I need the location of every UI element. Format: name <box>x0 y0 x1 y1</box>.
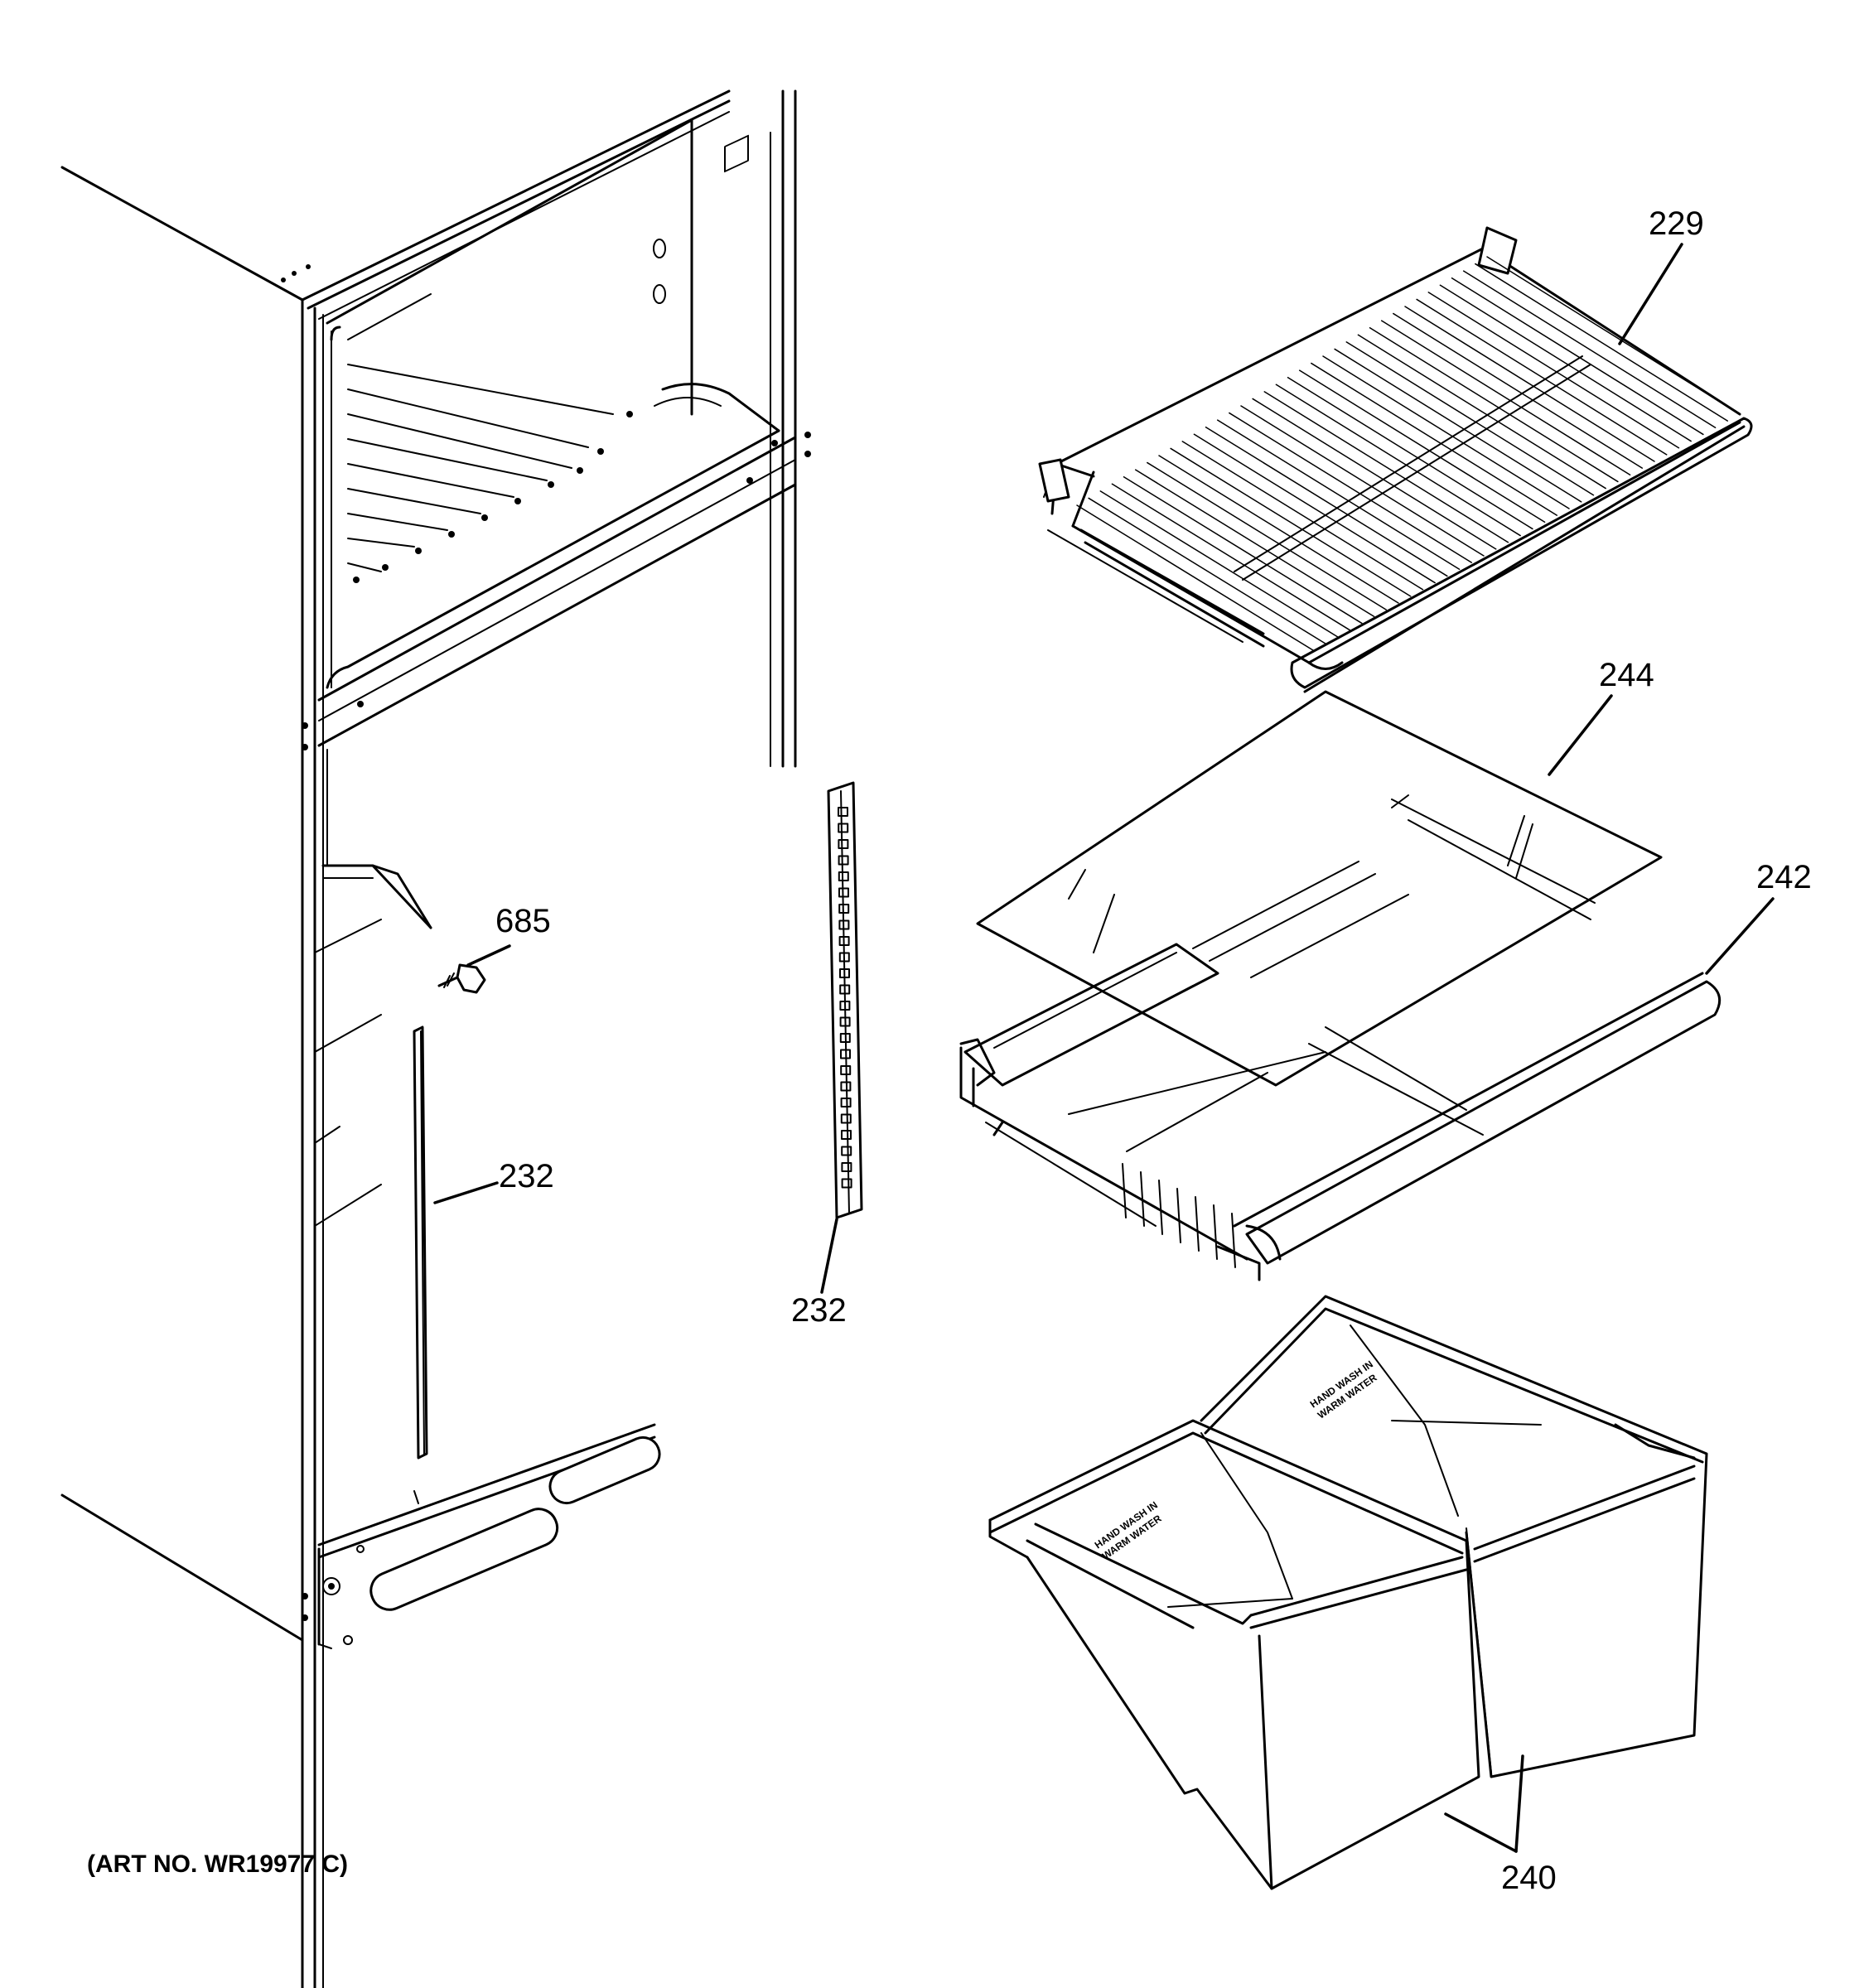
shelf-wire <box>1334 348 1582 503</box>
wire-shelf-229: 229 <box>1038 205 1753 693</box>
rail-slot <box>838 919 850 930</box>
refrigerator-cabinet <box>60 89 811 1988</box>
shelf-wire <box>1486 256 1741 415</box>
callout-232-right: 232 <box>791 1292 847 1329</box>
shelf-wire <box>1427 292 1680 449</box>
shelf-wire <box>1298 369 1546 524</box>
rail-slot <box>838 807 848 817</box>
bin-right-label: HAND WASH IN WARM WATER <box>1308 1358 1379 1421</box>
crisper-bins-240: HAND WASH IN WARM WATER HAND WASH IN WAR… <box>988 1295 1708 1896</box>
shelf-wire <box>1134 469 1375 618</box>
shelf-wire <box>1416 298 1668 456</box>
shelf-wire <box>1263 391 1509 543</box>
callout-232-left: 232 <box>499 1158 554 1194</box>
shelf-rail-left: 232 <box>413 1025 554 1460</box>
glass-cover-244: 244 <box>976 657 1663 1087</box>
rail-slot <box>839 1033 851 1043</box>
art-number: (ART NO. WR19977 C) <box>87 1850 348 1878</box>
crisper-pan-frame-242: 242 <box>959 794 1812 1281</box>
rail-slot <box>841 1162 852 1172</box>
pan-slat <box>1158 1180 1163 1235</box>
rail-slot <box>838 823 849 833</box>
shelf-wire <box>1205 426 1448 577</box>
shelf-wire <box>1181 441 1424 591</box>
pan-slat <box>1231 1213 1236 1268</box>
shelf-wire <box>1462 270 1717 429</box>
bin-left-label: HAND WASH IN WARM WATER <box>1093 1499 1164 1562</box>
shelf-wire <box>1369 326 1619 483</box>
rail-slot <box>841 1178 852 1189</box>
shelf-wire <box>1076 504 1314 651</box>
rail-slot <box>838 904 850 914</box>
shelf-wire <box>1287 376 1533 530</box>
pan-slat <box>1140 1171 1145 1227</box>
shelf-wire <box>1088 497 1326 644</box>
rail-slot <box>838 839 849 849</box>
rail-slot <box>838 887 849 898</box>
callout-685: 685 <box>495 903 551 939</box>
rail-slot <box>840 1113 852 1124</box>
screw-685: 685 <box>437 903 551 994</box>
shelf-wire <box>1439 284 1692 442</box>
shelf-wire <box>1393 312 1644 469</box>
callout-229: 229 <box>1649 205 1704 242</box>
shelf-wire <box>1240 405 1485 557</box>
shelf-wire <box>1475 263 1729 422</box>
rail-slot <box>838 936 850 946</box>
rail-slot <box>839 984 851 995</box>
shelf-wire <box>1345 341 1595 496</box>
shelf-wire <box>1311 362 1558 516</box>
shelf-wire <box>1099 490 1339 638</box>
shelf-wire <box>1275 384 1521 537</box>
shelf-wire <box>1193 433 1436 584</box>
rail-slot <box>838 952 850 963</box>
shelf-wire <box>1252 398 1497 550</box>
shelf-wire <box>1357 334 1606 490</box>
rail-slot <box>839 1016 851 1027</box>
pan-slat <box>1122 1163 1127 1218</box>
shelf-wire <box>1322 355 1570 509</box>
pan-slat <box>1195 1196 1200 1252</box>
shelf-wire <box>1380 320 1631 476</box>
rail-slot <box>841 1130 852 1140</box>
rail-slot <box>840 1065 852 1075</box>
rail-slot <box>841 1146 852 1156</box>
rail-slot <box>840 1081 852 1092</box>
freezer-floor-ribs <box>347 293 633 583</box>
rail-slot <box>839 968 850 978</box>
rail-slot <box>840 1049 851 1059</box>
pan-slat <box>1176 1188 1181 1243</box>
shelf-wire <box>1111 483 1350 631</box>
shelf-wire <box>1123 475 1363 625</box>
callout-240: 240 <box>1501 1860 1557 1896</box>
rail-slot <box>840 1098 852 1107</box>
shelf-rail-right: 232 <box>791 781 863 1329</box>
shelf-wire <box>1451 277 1704 436</box>
callout-242: 242 <box>1756 859 1812 895</box>
shelf-wire <box>1229 412 1473 563</box>
rail-slot <box>838 855 849 866</box>
bottom-grille <box>317 1423 661 1649</box>
rail-slot <box>838 871 849 881</box>
shelf-wire <box>1404 306 1655 462</box>
callout-244: 244 <box>1599 657 1654 693</box>
shelf-wire <box>1147 461 1388 610</box>
shelf-wire <box>1216 419 1461 571</box>
rail-slot <box>839 1001 851 1011</box>
shelf-wire <box>1170 447 1412 597</box>
pan-slat <box>1213 1204 1218 1260</box>
shelf-wire <box>1158 455 1399 604</box>
